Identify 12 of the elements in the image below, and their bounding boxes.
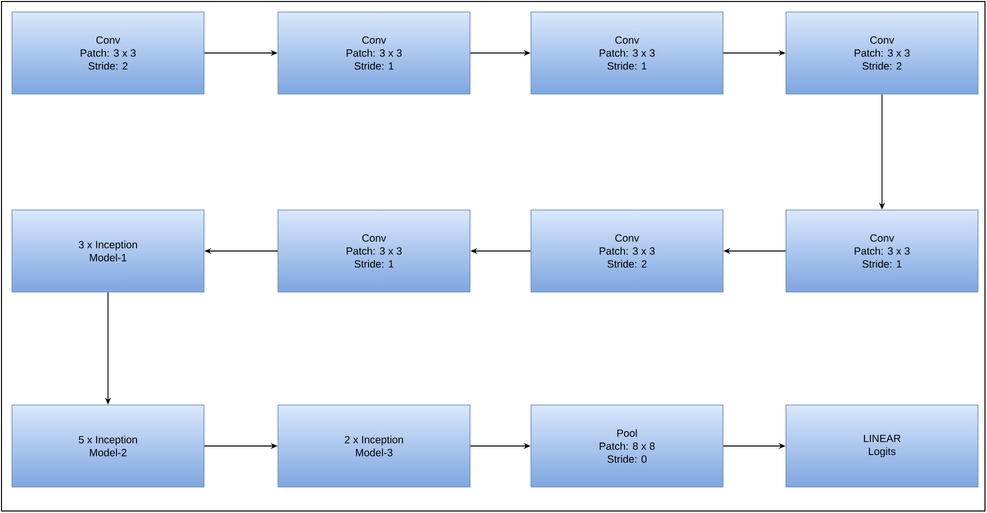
process-box: 3 x Inception Model-1	[12, 210, 204, 292]
process-box: Conv Patch: 3 x 3 Stride: 1	[278, 12, 470, 94]
process-box: Conv Patch: 3 x 3 Stride: 1	[530, 12, 724, 94]
process-box: Pool Patch: 8 x 8 Stride: 0	[530, 404, 724, 488]
process-box: Conv Patch: 3 x 3 Stride: 2	[12, 12, 204, 94]
process-box: Conv Patch: 3 x 3 Stride: 1	[278, 210, 470, 292]
process-box: Conv Patch: 3 x 3 Stride: 2	[530, 210, 724, 292]
process-box: Conv Patch: 3 x 3 Stride: 2	[786, 12, 978, 94]
process-box: LINEAR Logits	[786, 404, 978, 488]
process-box: Conv Patch: 3 x 3 Stride: 1	[786, 210, 978, 292]
process-box: 2 x Inception Model-3	[278, 404, 470, 488]
process-box: 5 x Inception Model-2	[12, 404, 204, 488]
